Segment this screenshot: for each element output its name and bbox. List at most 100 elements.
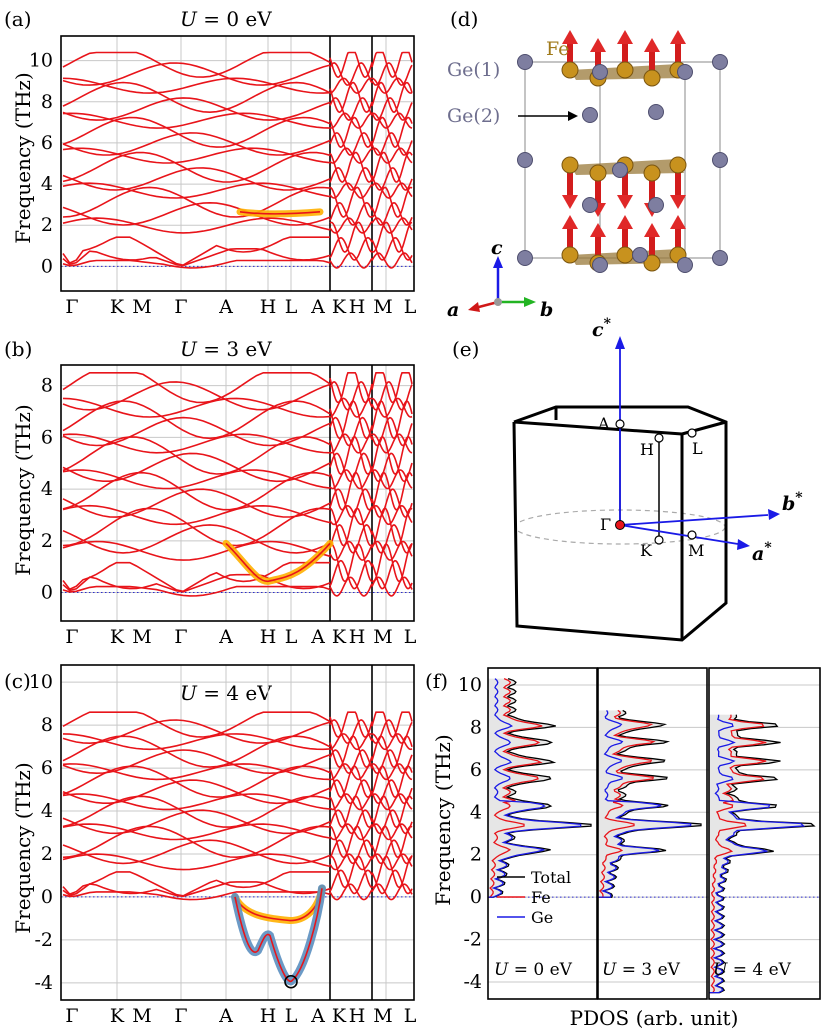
ge-atom	[592, 64, 608, 80]
phonon-band	[62, 488, 331, 518]
panel-d-label: (d)	[450, 7, 478, 31]
phonon-band	[62, 372, 331, 404]
phonon-band	[62, 112, 331, 129]
phonon-band	[371, 147, 413, 164]
phonon-band	[329, 524, 373, 554]
phonon-band	[62, 507, 331, 547]
phonon-band	[62, 735, 331, 768]
phonon-band	[329, 488, 373, 518]
ytick-label: 8	[41, 91, 53, 113]
phonon-band	[329, 397, 373, 418]
spin-arrow-head	[617, 195, 633, 209]
xtick-label: H	[349, 1005, 366, 1027]
phonon-band	[371, 540, 413, 561]
legend-total: Total	[531, 868, 571, 887]
phonon-band	[329, 733, 373, 751]
panel-c-bands	[62, 711, 413, 989]
phonon-band	[62, 561, 330, 593]
phonon-band	[329, 236, 373, 261]
cstar-label: c*	[592, 316, 612, 341]
phonon-band	[371, 236, 413, 261]
panel-b-title: U = 3 eV	[180, 337, 272, 361]
xtick-label: K	[332, 296, 347, 318]
panel-b-label: (b)	[4, 337, 32, 361]
panel-f-ylabel: Frequency (THz)	[431, 734, 455, 905]
spin-arrow	[595, 233, 601, 261]
bz-outline	[512, 405, 728, 642]
panel-a-title: U = 0 eV	[180, 7, 272, 31]
phonon-band	[62, 825, 331, 859]
bz-label-K: K	[640, 541, 653, 560]
pdos-sub-title-1: U = 3 eV	[602, 960, 681, 980]
ge-atom	[632, 247, 648, 263]
ytick-label: -2	[463, 929, 482, 951]
phonon-band	[62, 97, 331, 121]
bz-label-M: M	[688, 541, 704, 560]
panel-e-label: (e)	[452, 337, 479, 361]
phonon-band	[371, 719, 413, 745]
xtick-label: A	[310, 626, 325, 648]
instability-marker	[284, 974, 298, 989]
soft-mode-band	[225, 542, 331, 583]
phonon-band	[371, 559, 413, 590]
phonon-band	[329, 182, 373, 199]
fe-atom	[589, 164, 607, 182]
phonon-band	[329, 749, 373, 775]
soft-mode-band	[239, 211, 321, 215]
phonon-band	[62, 51, 331, 78]
ytick-label: 10	[458, 674, 482, 696]
axis-c-label: c	[491, 237, 503, 259]
phonon-band	[371, 97, 413, 121]
phonon-band	[329, 217, 373, 234]
spin-arrow	[622, 169, 628, 197]
pdos-frame-1	[597, 667, 708, 1000]
fe-atom	[561, 61, 579, 79]
phonon-band	[371, 711, 413, 738]
bz-label-H: H	[640, 440, 654, 459]
ytick-label: 0	[41, 255, 53, 277]
panel-f-grid	[488, 684, 820, 983]
axis-a-label: a	[447, 299, 459, 321]
pdos-ge-curve	[597, 710, 692, 898]
phonon-band	[62, 719, 331, 745]
fe-atom	[616, 61, 634, 79]
xtick-label: A	[310, 296, 325, 318]
pdos-frame-2	[708, 667, 821, 1000]
phonon-band	[371, 81, 413, 114]
phonon-band	[62, 400, 331, 440]
phonon-band	[62, 779, 331, 805]
ytick-label: 10	[29, 671, 53, 693]
axis-b-label: b	[540, 299, 553, 321]
bz-label-Gamma: Γ	[600, 515, 611, 534]
spin-arrow	[595, 48, 601, 76]
phonon-band	[329, 540, 373, 561]
spin-arrow-head	[617, 215, 633, 229]
phonon-band	[329, 576, 373, 597]
spin-arrow-head	[644, 223, 660, 237]
spin-arrow	[567, 225, 573, 253]
phonon-band	[329, 825, 373, 859]
phonon-band	[329, 883, 373, 901]
unstable-mode-highlight	[231, 884, 326, 986]
phonon-band	[371, 504, 413, 526]
phonon-band	[329, 433, 373, 454]
phonon-band	[329, 853, 373, 871]
ge-atom	[592, 257, 608, 273]
spin-arrow-head	[670, 195, 686, 209]
panel-f-pdos	[487, 677, 816, 994]
panel-a-ylabel: Frequency (THz)	[11, 72, 35, 243]
spin-arrow-head	[590, 223, 606, 237]
xtick-label: A	[218, 626, 233, 648]
ytick-label: 10	[29, 50, 53, 72]
phonon-band	[329, 543, 373, 583]
ge-atom	[517, 152, 533, 168]
phonon-band	[62, 504, 331, 526]
phonon-band	[371, 381, 413, 411]
phonon-band	[371, 576, 413, 597]
